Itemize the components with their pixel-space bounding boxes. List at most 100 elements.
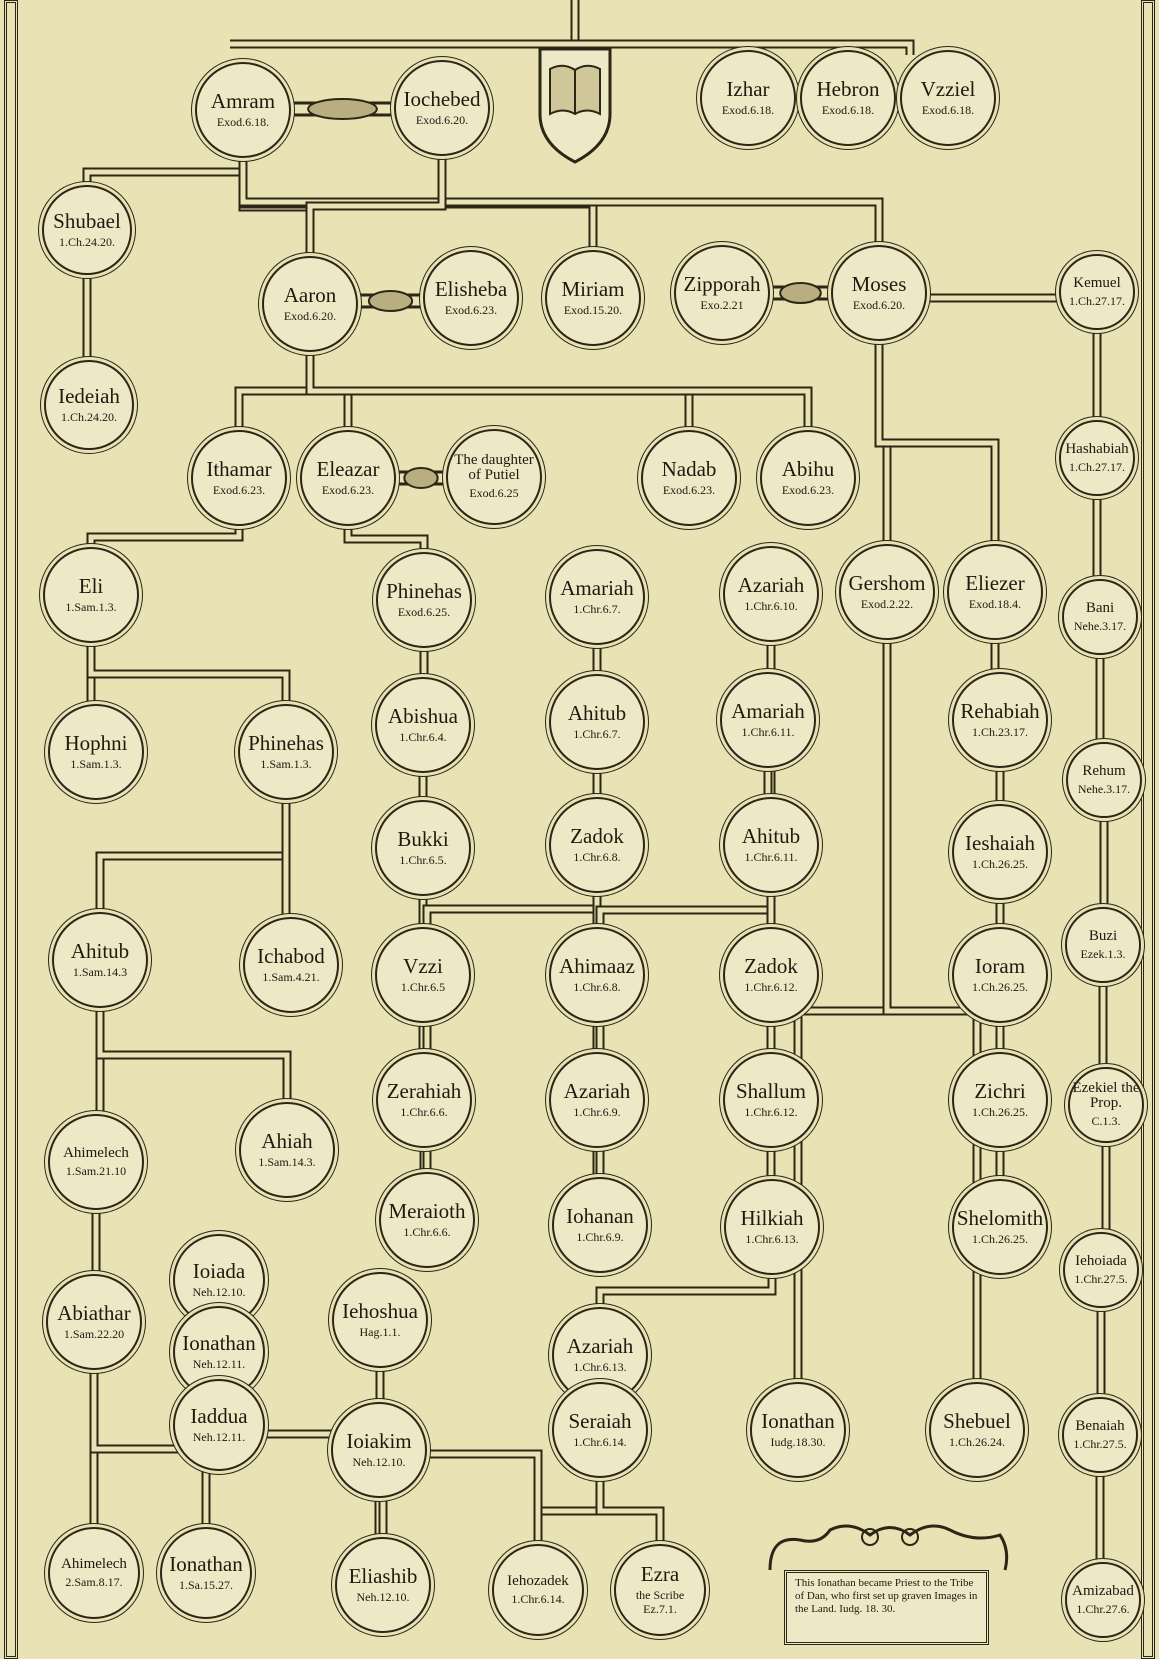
person-name: Zadok	[744, 953, 798, 978]
scripture-reference: Nehe.3.17.	[1077, 781, 1131, 796]
person-name: Meraioth	[388, 1198, 466, 1223]
scripture-reference: C.1.3.	[1091, 1114, 1121, 1129]
person-name: Shebuel	[943, 1408, 1011, 1433]
person-iehozadak: Iehozadek 1.Chr.6.14.	[492, 1544, 584, 1636]
scripture-reference: Exod.6.23.	[321, 482, 375, 497]
scripture-reference: Neh.12.10.	[192, 1284, 246, 1299]
person-name: Ichabod	[257, 943, 325, 968]
scripture-reference: Exo.2.21	[700, 297, 744, 312]
person-name: Ahimelech	[63, 1144, 129, 1161]
connector-iochebed-aaron	[305, 156, 447, 256]
scripture-reference: Exod.6.25.	[397, 604, 451, 619]
person-name: Ahiah	[261, 1128, 313, 1153]
person-name: Bani	[1085, 599, 1115, 616]
person-name: Iochebed	[403, 86, 481, 111]
person-ezekiel: Ezekiel the Prop. C.1.3.	[1068, 1067, 1144, 1143]
person-name: Amariah	[560, 575, 634, 600]
person-name: Azariah	[563, 1078, 631, 1103]
book-shield-emblem	[538, 47, 612, 164]
person-name: Shelomith	[956, 1205, 1044, 1230]
person-name: Eliashib	[348, 1563, 418, 1588]
scripture-reference: Exod.6.18.	[216, 114, 270, 129]
scripture-reference: Exod.6.20.	[415, 112, 469, 127]
person-name: Buzi	[1088, 927, 1118, 944]
connector-seraiah-iehozadak	[533, 1478, 605, 1544]
person-name: Shubael	[53, 208, 121, 233]
person-name: Ionathan	[169, 1551, 243, 1576]
connector-ahitub3-ahiah	[95, 1008, 292, 1102]
connector-aaron-ithamar	[234, 352, 315, 430]
person-name: Aaron	[283, 282, 337, 307]
person-name: Ionathan	[761, 1408, 835, 1433]
scripture-reference: 1.Sam.14.3.	[258, 1154, 316, 1169]
connector-amram-shubael	[82, 158, 248, 185]
scripture-reference: 1.Chr.6.14.	[511, 1591, 565, 1606]
person-name: Abihu	[781, 456, 835, 481]
scripture-reference: 1.Ch.27.17.	[1068, 459, 1125, 474]
scripture-reference: 1.Chr.6.7.	[573, 726, 621, 741]
person-name: Ioiakim	[346, 1428, 412, 1453]
person-name: Phinehas	[386, 578, 462, 603]
connector-hilkiah-azariah3	[595, 1275, 777, 1307]
scripture-reference: 1.Sam.1.3.	[260, 756, 312, 771]
scripture-reference: 1.Chr.6.8.	[573, 979, 621, 994]
page-border-right	[1141, 0, 1155, 1659]
person-name: Hophni	[64, 730, 128, 755]
person-name: Iehozadek	[507, 1572, 569, 1589]
scripture-reference: 1.Ch.23.17.	[971, 724, 1028, 739]
scripture-reference: 1.Chr.6.12.	[744, 979, 798, 994]
person-name: Elisheba	[434, 276, 508, 301]
person-name: Zerahiah	[386, 1078, 462, 1103]
scripture-reference: Exod.6.20.	[852, 297, 906, 312]
connector-ithamar-eli	[86, 526, 244, 547]
person-name: Eleazar	[316, 456, 380, 481]
person-name: Ahitub	[70, 938, 130, 963]
scripture-reference: 1.Chr.27.6.	[1076, 1601, 1130, 1616]
scripture-reference: Exod.6.18.	[821, 102, 875, 117]
scripture-reference: 1.Chr.6.9.	[576, 1229, 624, 1244]
person-name: Miriam	[561, 276, 625, 301]
ionathan-note: This Ionathan became Priest to the Tribe…	[784, 1570, 989, 1645]
scripture-reference: 1.Chr.6.14.	[573, 1434, 627, 1449]
scripture-reference: 1.Sam.1.3.	[65, 599, 117, 614]
scripture-reference: 1.Chr.6.7.	[573, 601, 621, 616]
person-name: Amram	[210, 88, 276, 113]
connector-eleazar-phinehas1	[343, 526, 429, 552]
person-name: Abishua	[388, 703, 458, 728]
person-name: Phinehas	[248, 730, 324, 755]
scripture-reference: 1.Sa.15.27.	[179, 1577, 233, 1592]
scripture-reference: 1.Ch.24.20.	[58, 234, 115, 249]
person-name: Iedeiah	[58, 383, 120, 408]
marriage-handclasp-eleazar-daughter	[396, 467, 446, 489]
person-name: Ionathan	[182, 1330, 256, 1355]
person-name: Moses	[851, 271, 907, 296]
scripture-reference: Exod.6.18.	[721, 102, 775, 117]
scripture-reference: 1.Chr.6.5.	[399, 852, 447, 867]
scripture-reference: the Scribe Ez.7.1.	[635, 1587, 685, 1616]
person-name: Ezekiel the Prop.	[1072, 1080, 1140, 1112]
